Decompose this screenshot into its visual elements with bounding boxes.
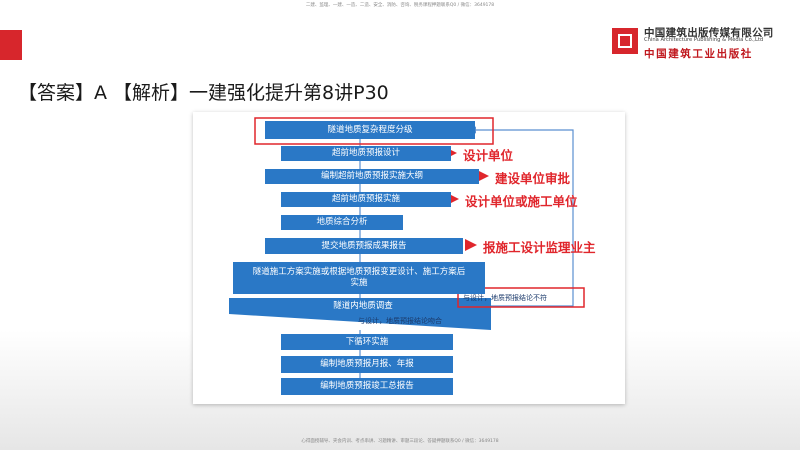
publisher-name-cn2: 中国建筑工业出版社 (644, 48, 753, 60)
flow-step-1: 隧道地质复杂程度分级 (265, 121, 475, 139)
flow-step-6: 提交地质预报成果报告 (265, 238, 463, 254)
top-watermark-note: 二建、监理、一建、一造、二造、安全、消防、咨询、税务课程押题联系Q0 / 微信：… (305, 3, 495, 8)
flow-step-11: 编制地质预报竣工总报告 (281, 378, 453, 395)
bottom-watermark-note: 心得面授辅导、夹会内训、考点串讲、习题精讲、审题三段论、答疑押题联系Q0 / 微… (301, 439, 499, 444)
highlight-box-branch (457, 287, 585, 308)
answer-headline: 【答案】A 【解析】一建强化提升第8讲P30 (18, 82, 389, 104)
annotation-report-to-parties: 报施工设计监理业主 (483, 240, 596, 255)
publisher-logo-icon (612, 28, 638, 54)
survey-wedge-shape (229, 298, 491, 330)
branch-mismatch-label: 与设计，地质预报结论不符 (463, 294, 547, 302)
flow-step-10: 编制地质预报月报、年报 (281, 356, 453, 373)
annotation-design-unit: 设计单位 (463, 148, 514, 163)
publisher-name-en: China Architecture Publishing & Media Co… (644, 37, 764, 43)
flow-step-4: 超前地质预报实施 (281, 192, 451, 207)
highlight-box-first-step (254, 117, 494, 145)
feedback-loop-line (455, 126, 574, 307)
red-accent-tab (0, 30, 22, 60)
annotation-design-or-construction-unit: 设计单位或施工单位 (465, 194, 578, 209)
branch-match-label: 与设计，地质预报结论吻合 (358, 317, 442, 325)
flow-step-8: 隧道内地质调查 (333, 300, 393, 311)
flow-step-3: 编制超前地质预报实施大纲 (265, 169, 479, 184)
flow-step-9: 下循环实施 (281, 334, 453, 350)
publisher-name-cn: 中国建筑出版传媒有限公司 (644, 27, 774, 39)
annotation-owner-approval: 建设单位审批 (495, 171, 571, 186)
flow-step-5: 地质综合分析 (281, 215, 403, 230)
flowchart-connectors (229, 117, 585, 378)
flow-step-7: 隧道施工方案实施或根据地质预报变更设计、施工方案后实施 (233, 262, 485, 294)
flowchart-panel: 隧道地质复杂程度分级 超前地质预报设计 编制超前地质预报实施大纲 超前地质预报实… (193, 112, 625, 404)
flow-step-2: 超前地质预报设计 (281, 146, 451, 161)
